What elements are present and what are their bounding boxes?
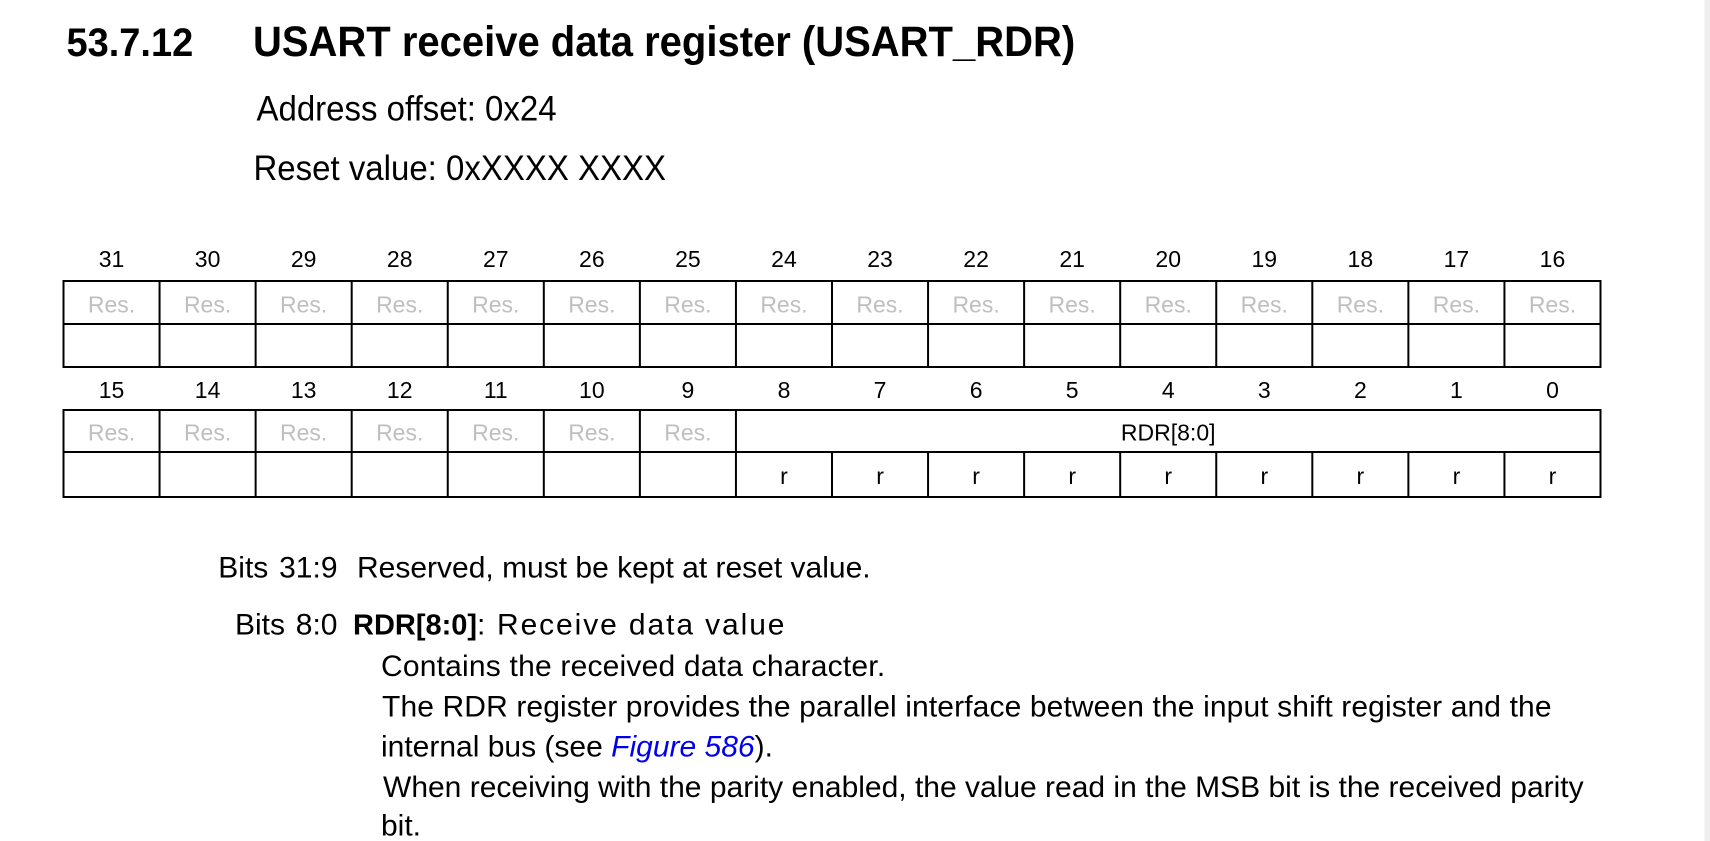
svg-text:Res.: Res. [856,292,903,318]
svg-text:9: 9 [682,377,695,403]
svg-text:6: 6 [970,377,983,403]
svg-text:17: 17 [1444,246,1470,272]
svg-text:USART receive data register (U: USART receive data register (USART_RDR) [253,18,1075,65]
svg-text:Res.: Res. [760,292,807,318]
svg-text:Res.: Res. [1145,292,1192,318]
svg-text:8: 8 [778,377,791,403]
svg-text:28: 28 [387,246,413,272]
svg-text:1: 1 [1450,377,1463,403]
svg-text:31: 31 [99,246,125,272]
svg-text:20: 20 [1155,246,1181,272]
svg-text:r: r [876,463,884,489]
svg-text:Res.: Res. [472,292,519,318]
svg-text:22: 22 [963,246,989,272]
svg-text:23: 23 [867,246,893,272]
svg-text:53.7.12: 53.7.12 [67,21,194,65]
svg-text:Contains the received data cha: Contains the received data character. [381,650,885,683]
svg-text:Res.: Res. [472,420,519,446]
svg-text:7: 7 [874,377,887,403]
svg-text:bit.: bit. [381,810,421,841]
svg-text:24: 24 [771,246,797,272]
svg-text:Receive data value: Receive data value [497,609,786,642]
svg-text:26: 26 [579,246,605,272]
svg-text:Res.: Res. [88,292,135,318]
svg-text:5: 5 [1066,377,1079,403]
svg-text:Res.: Res. [376,420,423,446]
svg-text:21: 21 [1059,246,1085,272]
svg-text:Res.: Res. [184,420,231,446]
svg-text:Res.: Res. [1049,292,1096,318]
svg-text:2: 2 [1354,377,1367,403]
svg-text:0: 0 [1546,377,1559,403]
svg-text:10: 10 [579,377,605,403]
svg-text:25: 25 [675,246,701,272]
svg-text:Res.: Res. [1529,292,1576,318]
svg-text:Bits 8:0: Bits 8:0 [235,609,338,642]
svg-text:Reserved, must be kept at rese: Reserved, must be kept at reset value. [357,552,871,585]
svg-text:Res.: Res. [1241,292,1288,318]
svg-text:30: 30 [195,246,221,272]
svg-text:11: 11 [484,377,508,403]
svg-text:16: 16 [1540,246,1566,272]
svg-text:The RDR register provides the: The RDR register provides the parallel i… [382,690,1552,723]
svg-text:r: r [1260,463,1268,489]
svg-text:Bits 31:9: Bits 31:9 [218,552,337,585]
svg-text:14: 14 [195,377,221,403]
svg-text:Res.: Res. [952,292,999,318]
svg-text:Res.: Res. [1433,292,1480,318]
svg-text:13: 13 [291,377,317,403]
svg-text:18: 18 [1348,246,1374,272]
svg-text:Res.: Res. [184,292,231,318]
svg-text:3: 3 [1258,377,1271,403]
svg-text:When receiving with the parity: When receiving with the parity enabled, … [383,771,1584,804]
svg-text:Res.: Res. [280,420,327,446]
svg-text::: : [477,609,485,642]
svg-text:29: 29 [291,246,317,272]
svg-text:r: r [780,463,788,489]
svg-text:internal bus (see Figure 586).: internal bus (see Figure 586). [381,731,773,764]
svg-text:r: r [972,463,980,489]
svg-text:Res.: Res. [280,292,327,318]
svg-text:4: 4 [1162,377,1175,403]
svg-text:12: 12 [387,377,413,403]
svg-text:Res.: Res. [664,420,711,446]
svg-text:r: r [1357,463,1365,489]
svg-text:Res.: Res. [568,292,615,318]
svg-text:r: r [1164,463,1172,489]
svg-text:Res.: Res. [88,420,135,446]
svg-text:Res.: Res. [1337,292,1384,318]
svg-text:19: 19 [1251,246,1277,272]
svg-text:Address offset: 0x24: Address offset: 0x24 [257,89,557,128]
svg-text:r: r [1068,463,1076,489]
svg-text:Res.: Res. [664,292,711,318]
svg-text:15: 15 [99,377,125,403]
svg-text:r: r [1453,463,1461,489]
svg-text:r: r [1549,463,1557,489]
svg-text:Reset value: 0xXXXX XXXX: Reset value: 0xXXXX XXXX [253,149,666,188]
svg-text:Res.: Res. [376,292,423,318]
svg-text:RDR[8:0]: RDR[8:0] [353,610,477,642]
svg-text:RDR[8:0]: RDR[8:0] [1121,420,1216,446]
svg-text:27: 27 [483,246,509,272]
svg-text:Res.: Res. [568,420,615,446]
